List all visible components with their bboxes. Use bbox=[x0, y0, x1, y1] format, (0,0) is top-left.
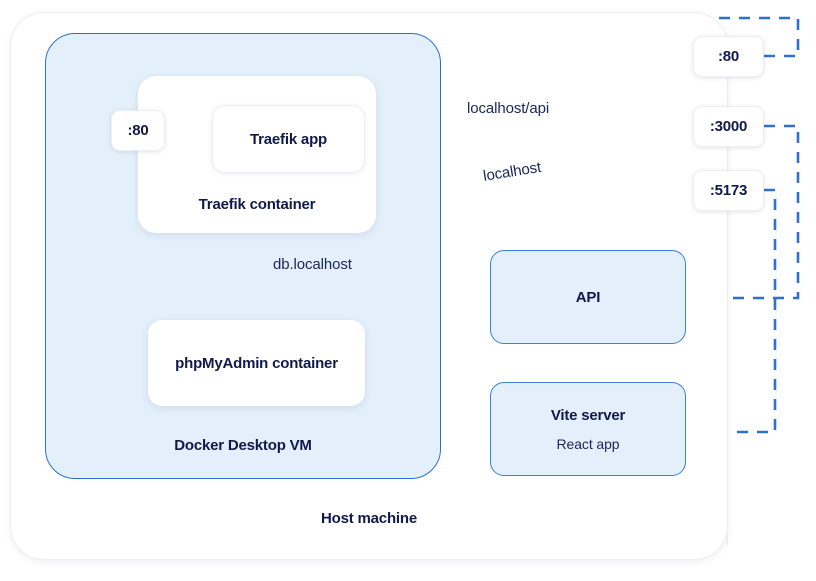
host-port-80-chip: :80 bbox=[693, 36, 764, 77]
edge-label-db-localhost: db.localhost bbox=[273, 256, 352, 273]
phpmyadmin-container-box: phpMyAdmin container bbox=[148, 320, 365, 406]
host-port-5173-label: :5173 bbox=[709, 182, 748, 199]
vite-server-label: Vite server bbox=[550, 406, 626, 424]
vite-server-box: Vite server React app bbox=[490, 382, 686, 476]
docker-desktop-vm-label: Docker Desktop VM bbox=[174, 437, 312, 454]
traefik-container-label: Traefik container bbox=[198, 196, 316, 213]
vm-port-80-chip: :80 bbox=[111, 110, 165, 151]
host-port-80-label: :80 bbox=[717, 48, 740, 65]
api-service-label: API bbox=[575, 288, 601, 306]
api-service-box: API bbox=[490, 250, 686, 344]
traefik-app-label: Traefik app bbox=[250, 130, 327, 148]
host-machine-label: Host machine bbox=[321, 510, 417, 527]
edge-label-localhost-api: localhost/api bbox=[467, 100, 550, 117]
vm-port-80-label: :80 bbox=[127, 122, 149, 139]
phpmyadmin-container-label: phpMyAdmin container bbox=[175, 354, 338, 372]
host-port-3000-label: :3000 bbox=[709, 118, 748, 135]
traefik-app-box: Traefik app bbox=[212, 105, 365, 173]
host-port-3000-chip: :3000 bbox=[693, 106, 764, 147]
vite-server-sublabel: React app bbox=[556, 435, 620, 452]
host-port-5173-chip: :5173 bbox=[693, 170, 764, 211]
